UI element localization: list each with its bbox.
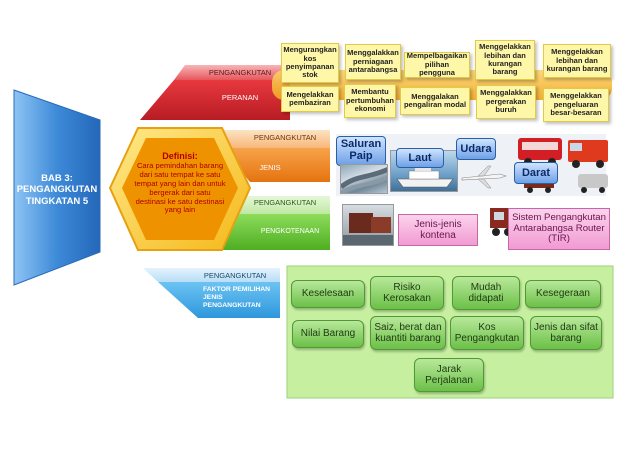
darat-box: Darat bbox=[514, 162, 558, 184]
definition-hexagon-inner bbox=[122, 138, 238, 240]
definition-body: Cara pemindahan barang dari satu tempat … bbox=[134, 161, 226, 215]
factor-card: Kos Pengangkutan bbox=[450, 316, 524, 350]
faktor-top-band bbox=[143, 268, 280, 282]
factor-card: Nilai Barang bbox=[292, 320, 364, 348]
udara-box: Udara bbox=[456, 138, 496, 160]
factor-card: Mudah didapati bbox=[452, 276, 520, 310]
role-note: Menggalakan pengaliran modal bbox=[400, 87, 470, 115]
pengkotenaan-top-label: PENGANGKUTAN bbox=[253, 198, 317, 207]
definition-heading: Definisi: bbox=[162, 151, 198, 161]
jenis-label: JENIS bbox=[259, 162, 281, 172]
factor-card: Jarak Perjalanan bbox=[414, 358, 484, 392]
laut-box: Laut bbox=[396, 148, 444, 168]
factor-card: Risiko Kerosakan bbox=[370, 276, 444, 310]
role-note: Menggelakkan pengeluaran besar-besaran bbox=[543, 88, 609, 122]
factor-card: Keselesaan bbox=[291, 280, 365, 308]
peranan-top-band bbox=[174, 65, 290, 80]
jenis-kontena-box: Jenis-jenis kontena bbox=[398, 214, 478, 246]
peranan-arrow bbox=[140, 80, 290, 120]
chapter-block bbox=[13, 89, 101, 286]
faktor-label: FAKTOR PEMILIHAN JENIS PENGANGKUTAN bbox=[203, 286, 271, 309]
peranan-label: PERANAN bbox=[221, 92, 259, 102]
role-note: Menggalakkan pergerakan buruh bbox=[476, 85, 536, 119]
pengkotenaan-arrow bbox=[222, 214, 330, 250]
role-note: Membantu pertumbuhan ekonomi bbox=[344, 84, 396, 118]
pipeline-icon bbox=[341, 167, 387, 193]
ship-icon bbox=[396, 165, 454, 188]
role-note: Menggelakkan lebihan dan kurangan barang bbox=[475, 40, 535, 80]
jenis-arrow bbox=[222, 148, 330, 182]
container-icon bbox=[343, 213, 393, 245]
factor-card: Jenis dan sifat barang bbox=[530, 316, 602, 350]
factor-card: Saiz, berat dan kuantiti barang bbox=[370, 316, 446, 350]
role-note: Mengurangkan kos penyimpanan stok bbox=[281, 43, 339, 83]
pengkotenaan-top-band bbox=[232, 196, 330, 214]
pipeline-image bbox=[340, 164, 388, 194]
faktor-arrow bbox=[158, 282, 280, 318]
faktor-top-label: PENGANGKUTAN bbox=[203, 270, 267, 280]
airplane-image bbox=[460, 162, 508, 190]
jenis-top-band bbox=[222, 130, 330, 148]
jenis-top-label: PENGANGKUTAN bbox=[253, 133, 317, 142]
container-image bbox=[342, 204, 394, 246]
role-note: Mengelakkan pembaziran bbox=[281, 86, 339, 112]
airplane-icon bbox=[461, 165, 507, 189]
tir-box: Sistem Pengangkutan Antarabangsa Router … bbox=[508, 208, 610, 250]
chapter-title: BAB 3: PENGANGKUTAN TINGKATAN 5 bbox=[16, 172, 98, 207]
role-note: Menggalakkan perniagaan antarabangsa bbox=[345, 44, 401, 80]
role-note: Menggelakkan lebihan dan kurangan barang bbox=[543, 44, 611, 78]
peranan-top-label: PENGANGKUTAN bbox=[208, 68, 272, 77]
saluran-paip-box: Saluran Paip bbox=[336, 136, 386, 166]
factor-card: Kesegeraan bbox=[525, 280, 601, 308]
pengkotenaan-label: PENGKOTENAAN bbox=[260, 227, 320, 235]
role-note: Mempelbagaikan pilihan pengguna bbox=[404, 52, 470, 78]
